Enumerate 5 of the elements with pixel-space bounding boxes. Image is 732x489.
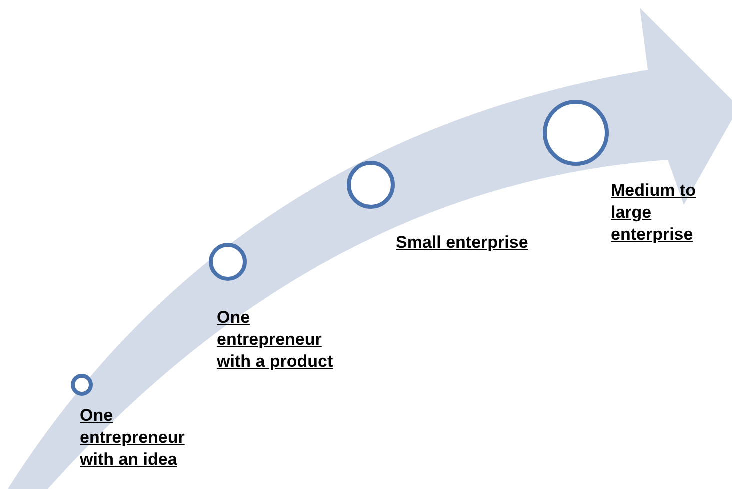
- circle-marker: [71, 374, 93, 396]
- stage-label: One entrepreneur with an idea: [80, 405, 186, 471]
- stage-label: Small enterprise: [396, 232, 530, 254]
- stage-label: One entrepreneur with a product: [217, 307, 334, 373]
- stage-label: Medium to large enterprise: [611, 180, 697, 246]
